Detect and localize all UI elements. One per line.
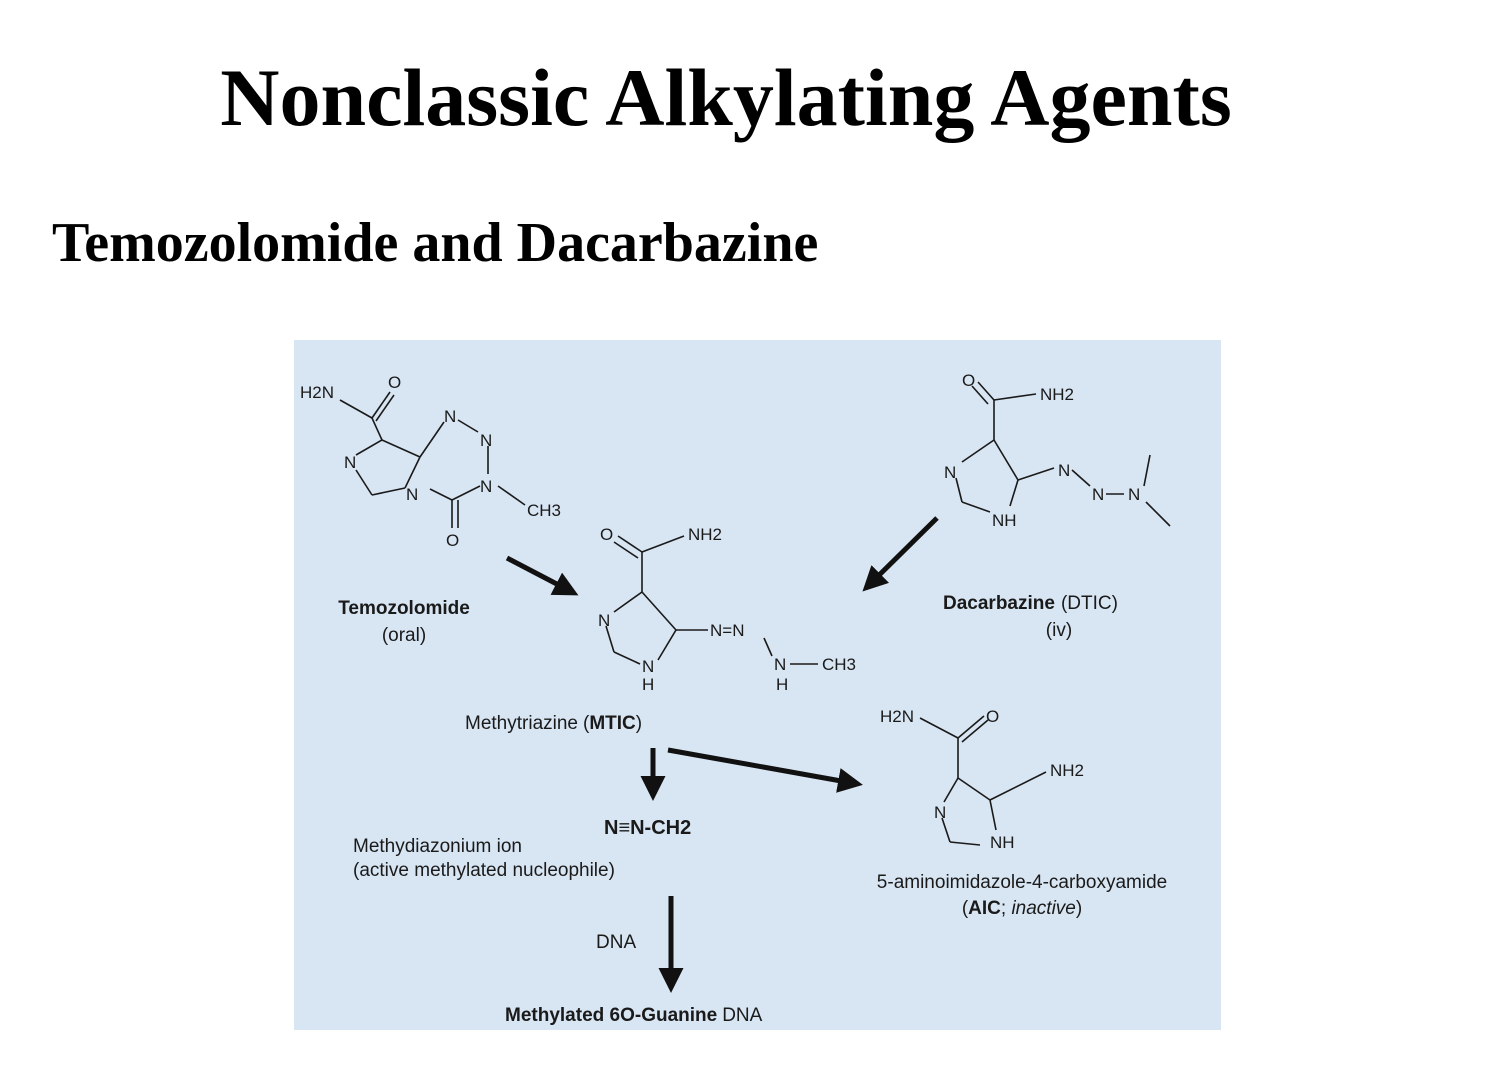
aic-name: 5-aminoimidazole-4-carboxyamide <box>877 872 1167 893</box>
arrow-dacarbazine-to-mtic <box>862 516 939 592</box>
mtic-nh-label: N <box>642 657 654 676</box>
dacarbazine-n1-label: N <box>1058 461 1070 480</box>
mtic-h-label: H <box>642 675 654 694</box>
temozolomide-o-bottom-label: O <box>446 531 459 550</box>
temozolomide-n-bridge-label: N <box>406 485 418 504</box>
mtic-name: Methytriazine <box>465 713 578 734</box>
mtic-abbrev: MTIC <box>589 713 636 734</box>
mtic-triazene-label: N=N <box>710 621 744 640</box>
aic-abbrev: AIC <box>968 898 1001 919</box>
product-plain: DNA <box>722 1005 762 1026</box>
dacarbazine-n-ring-label: N <box>944 463 956 482</box>
slide-title: Nonclassic Alkylating Agents <box>220 52 1232 143</box>
dacarbazine-o-label: O <box>962 371 975 390</box>
dacarbazine-abbrev: (DTIC) <box>1061 593 1118 614</box>
mtic-o-label: O <box>600 525 613 544</box>
methyldiazonium-name: Methydiazonium ion <box>353 836 522 857</box>
dacarbazine-structure: O NH2 N NH N N N <box>944 371 1171 530</box>
diagram-background <box>294 340 1221 1030</box>
aic-label: (AIC; inactive) <box>962 898 1082 919</box>
mtic-structure: O NH2 N N H N=N N H CH3 <box>598 525 856 694</box>
mtic-methyl-label: CH3 <box>822 655 856 674</box>
slide-subtitle: Temozolomide and Dacarbazine <box>52 212 819 274</box>
temozolomide-n-right-label: N <box>480 477 492 496</box>
aic-amide-label: H2N <box>880 707 914 726</box>
product-bold: Methylated 6O-Guanine <box>505 1005 717 1026</box>
temozolomide-amide-label: H2N <box>300 383 334 402</box>
mtic-h-chain-label: H <box>776 675 788 694</box>
temozolomide-n-left-label: N <box>344 453 356 472</box>
methyldiazonium-formula: N≡N-CH2 <box>604 817 691 839</box>
dacarbazine-route: (iv) <box>1046 620 1072 641</box>
aic-note: inactive <box>1011 898 1075 919</box>
dacarbazine-nh2-label: NH2 <box>1040 385 1074 404</box>
dacarbazine-label: Dacarbazine (DTIC) <box>943 593 1118 614</box>
arrow-temozolomide-to-mtic <box>505 555 579 596</box>
aic-o-label: O <box>986 707 999 726</box>
temozolomide-route: (oral) <box>382 625 426 646</box>
dna-step-label: DNA <box>596 932 636 953</box>
dacarbazine-nh-label: NH <box>992 511 1017 530</box>
mtic-nh2-label: NH2 <box>688 525 722 544</box>
temozolomide-n2-label: N <box>480 431 492 450</box>
temozolomide-n1-label: N <box>444 407 456 426</box>
aic-nh-label: NH <box>990 833 1015 852</box>
mtic-label: Methytriazine(MTIC) <box>465 713 642 734</box>
mtic-nh-chain-label: N <box>774 655 786 674</box>
aic-n-ring-label: N <box>934 803 946 822</box>
methyldiazonium-description: (active methylated nucleophile) <box>353 860 615 881</box>
temozolomide-structure: H2N O N N N N N CH3 O <box>300 373 561 550</box>
dacarbazine-name: Dacarbazine <box>943 593 1055 614</box>
aic-structure: H2N O NH2 N NH <box>880 707 1084 852</box>
dacarbazine-n3-label: N <box>1128 485 1140 504</box>
dacarbazine-n2-label: N <box>1092 485 1104 504</box>
aic-nh2-label: NH2 <box>1050 761 1084 780</box>
mtic-n-ring-label: N <box>598 611 610 630</box>
temozolomide-name: Temozolomide <box>338 598 470 619</box>
arrow-mtic-to-aic <box>667 747 863 793</box>
temozolomide-methyl-label: CH3 <box>527 501 561 520</box>
temozolomide-o-top-label: O <box>388 373 401 392</box>
